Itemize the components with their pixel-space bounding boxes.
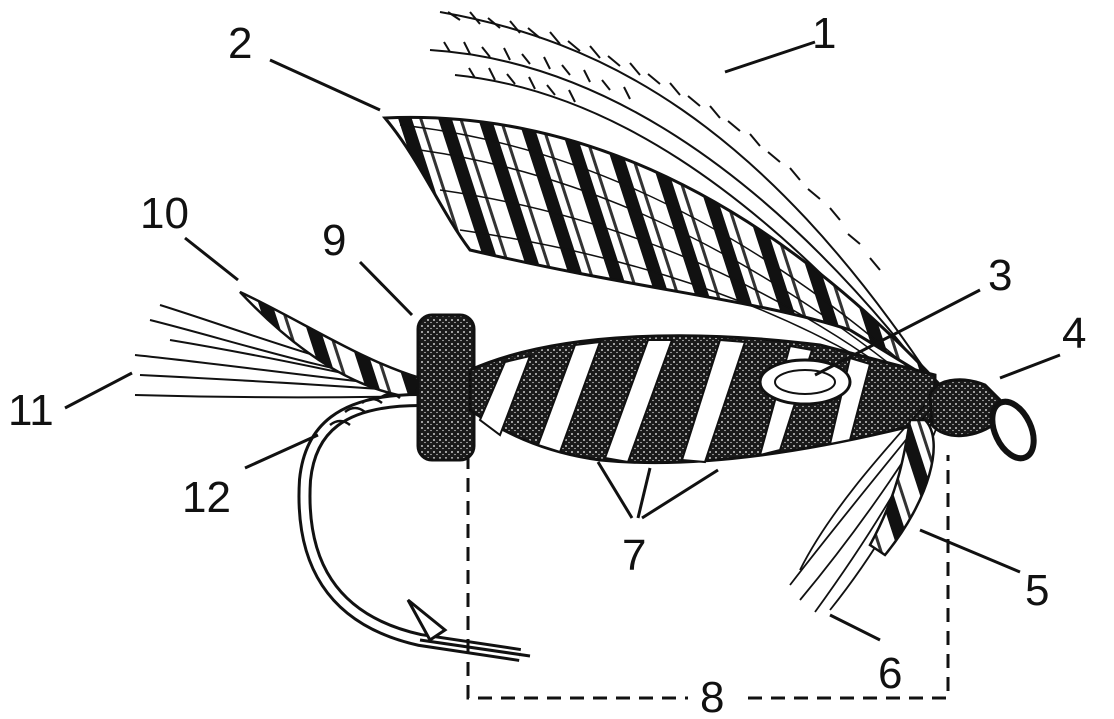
- leader-1: [725, 42, 815, 72]
- throat-feather: [870, 420, 934, 555]
- leader-lines: [65, 42, 1060, 640]
- label-1: 1: [812, 9, 836, 58]
- leader-10: [185, 238, 238, 280]
- label-11: 11: [8, 386, 54, 435]
- leader-4: [1000, 355, 1060, 378]
- leader-7b: [638, 468, 650, 518]
- label-12: 12: [182, 473, 231, 522]
- leader-9: [360, 262, 412, 315]
- label-10: 10: [140, 189, 189, 238]
- label-5: 5: [1025, 566, 1049, 615]
- label-6: 6: [878, 649, 902, 698]
- label-8: 8: [700, 673, 724, 719]
- leader-7a: [598, 462, 632, 518]
- label-3: 3: [988, 251, 1012, 300]
- label-7: 7: [622, 531, 646, 580]
- label-4: 4: [1062, 309, 1086, 358]
- butt: [418, 315, 474, 460]
- cheek: [760, 360, 850, 404]
- label-2: 2: [228, 19, 252, 68]
- leader-11: [65, 373, 132, 408]
- head: [930, 380, 1042, 465]
- bracket-8: [468, 455, 948, 698]
- label-9: 9: [322, 216, 346, 265]
- leader-5: [920, 530, 1020, 572]
- leader-6: [830, 615, 880, 640]
- leader-2: [270, 60, 380, 110]
- leader-7c: [642, 470, 718, 518]
